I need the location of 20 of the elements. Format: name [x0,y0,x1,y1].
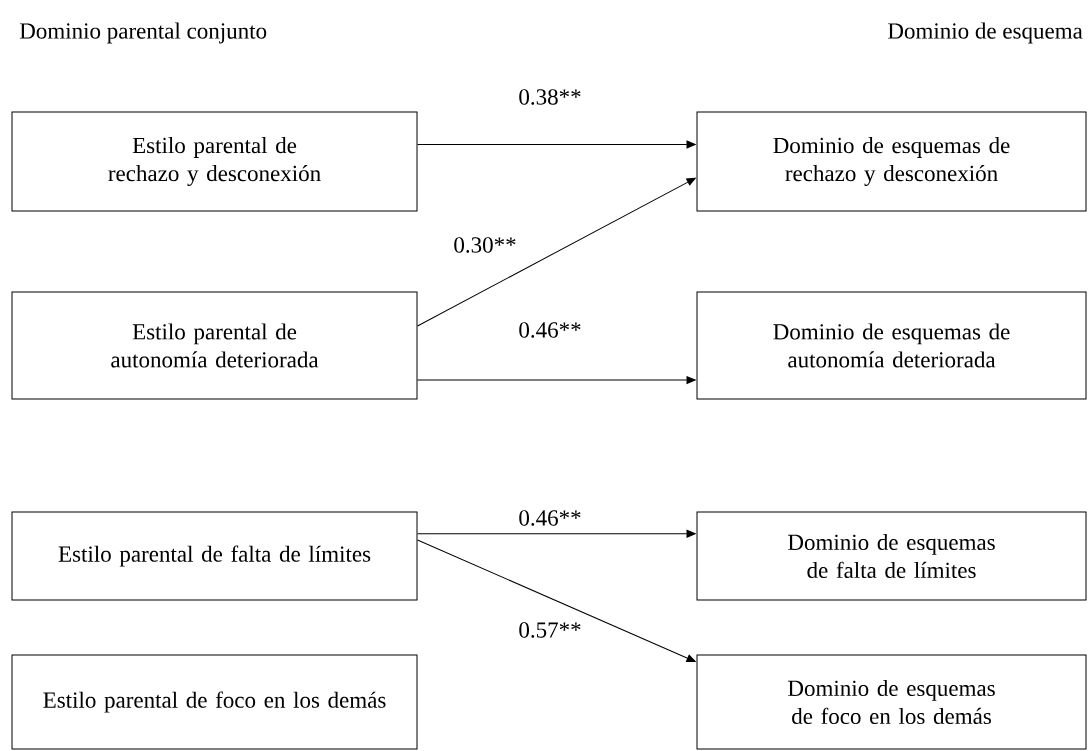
process-box: Estilo parental de autonomía deteriorada [11,291,418,400]
process-box: Dominio de esquemas de rechazo y desconexión [696,111,1087,212]
edge-label: 0.57** [516,620,584,640]
edge-label: 0.38** [516,87,584,107]
edge-label: 0.46** [516,508,584,528]
column-heading: Dominio de esquema [888,22,1083,44]
process-box: Dominio de esquemas de autonomía deteriorada [696,291,1087,400]
arrow [417,529,696,538]
process-box: Dominio de esquemas de falta de límites [696,511,1087,601]
column-heading: Dominio parental conjunto [19,22,267,44]
arrow [417,376,696,384]
edge-label: 0.46** [516,320,584,340]
arrow [417,539,696,663]
edge-label: 0.30** [451,235,519,255]
process-box: Dominio de esquemas de foco en los demás [696,654,1087,750]
arrow [417,177,696,327]
process-box: Estilo parental de rechazo y desconexión [11,111,418,212]
arrow [417,140,696,149]
process-box: Estilo parental de foco en los demás [11,654,418,750]
process-box: Estilo parental de falta de límites [11,511,418,601]
